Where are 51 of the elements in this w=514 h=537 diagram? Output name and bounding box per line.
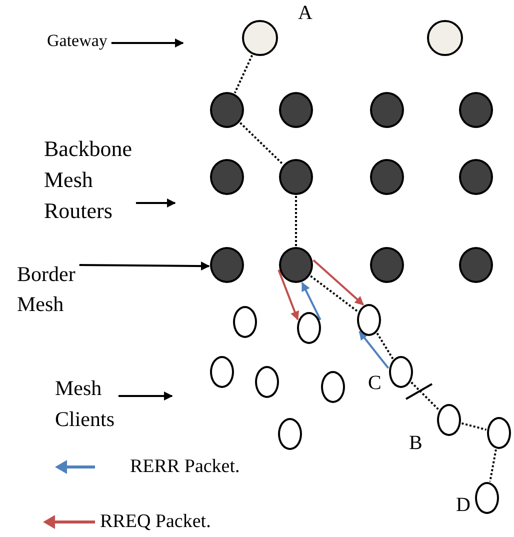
mesh-client-node [389,356,413,388]
node-letter: C [368,372,382,394]
mesh-router-node [279,247,313,283]
mesh-router-node [210,247,244,283]
node-letter: B [409,432,422,454]
packet-arrow [358,330,390,369]
gateway-node [242,20,278,56]
pointer-arrow [118,392,173,400]
legend-label: RREQ Packet. [100,511,211,533]
mesh-client-node [321,371,345,403]
legend-label: RERR Packet. [130,456,240,478]
dotted-link [410,382,440,410]
mesh-router-node [279,92,313,128]
mesh-router-node [459,159,493,195]
node-label: Backbone Mesh Routers [44,135,132,225]
dotted-link [462,422,486,431]
mesh-router-node [459,247,493,283]
packet-arrow [312,259,364,306]
dotted-link [489,449,497,482]
gateway-node [427,20,463,56]
packet-arrow [278,270,300,320]
node-label: Gateway [47,30,108,52]
dotted-link [376,332,394,360]
mesh-router-node [279,159,313,195]
mesh-client-node [297,312,321,344]
mesh-router-node [459,92,493,128]
node-letter: D [456,494,470,516]
packet-arrow [301,282,322,320]
mesh-client-node [437,404,461,436]
mesh-client-node [475,482,499,514]
node-label: Mesh Clients [55,375,114,433]
node-label: Border Mesh [17,261,76,318]
mesh-router-node [210,92,244,128]
mesh-router-node [370,92,404,128]
pointer-arrow [136,198,176,208]
mesh-client-node [357,304,381,336]
mesh-client-node [233,306,257,338]
pointer-arrow [79,262,210,270]
mesh-router-node [370,159,404,195]
dotted-link [310,275,358,312]
mesh-router-node [370,247,404,283]
mesh-client-node [210,356,234,388]
mesh-client-node [278,418,302,450]
mesh-router-node [210,159,244,195]
node-letter: A [298,2,312,24]
pointer-arrow [111,38,184,48]
dotted-link [295,196,297,246]
dotted-link [234,54,253,94]
mesh-client-node [255,366,279,398]
mesh-client-node [487,417,511,449]
dotted-link [240,122,284,165]
